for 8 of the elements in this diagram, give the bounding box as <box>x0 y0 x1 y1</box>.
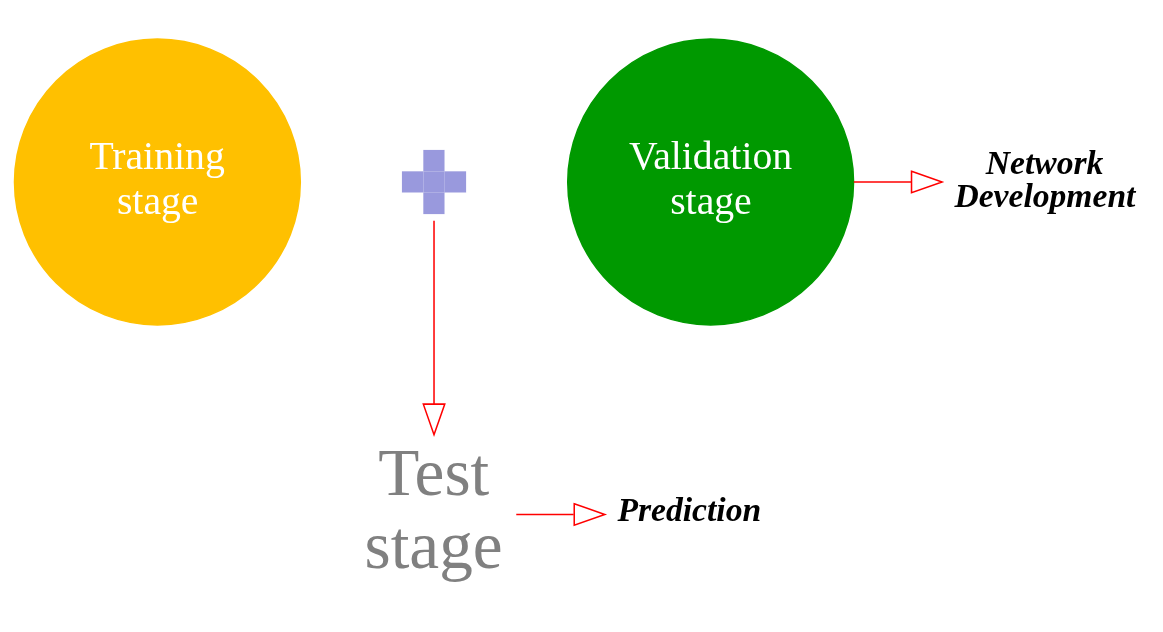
arrow <box>853 169 945 194</box>
node-circle: Training stage <box>13 37 302 326</box>
node-text: Prediction <box>617 490 762 528</box>
node-circle: Validation stage <box>567 37 855 326</box>
node-text: Network Development <box>954 143 1136 214</box>
arrow <box>515 502 608 526</box>
node-text: Test stage <box>364 434 503 583</box>
arrow <box>422 219 446 437</box>
